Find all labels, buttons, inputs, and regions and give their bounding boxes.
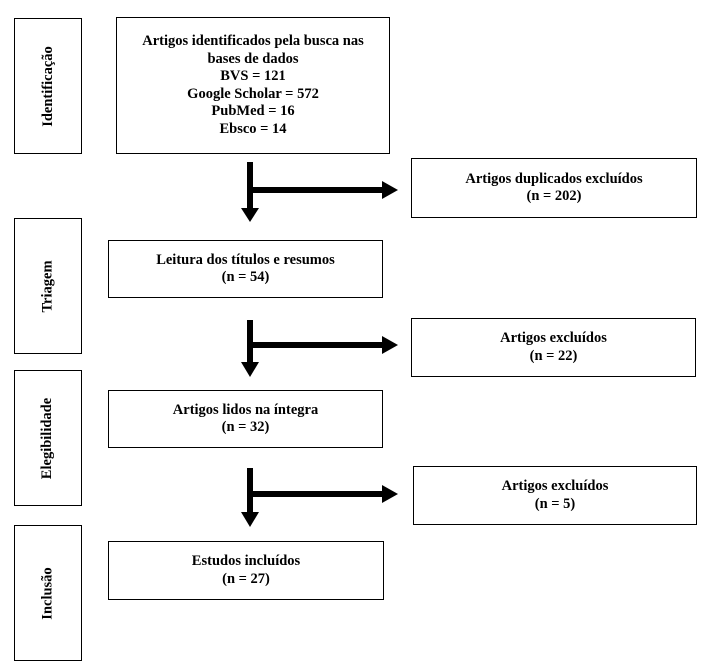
- box-count: (n = 5): [534, 495, 576, 512]
- screening-box: Leitura dos títulos e resumos (n = 54): [108, 240, 383, 298]
- box-title: Estudos incluídos: [191, 553, 301, 569]
- box-count: (n = 22): [529, 347, 578, 364]
- stage-identificacao: Identificação: [14, 18, 82, 154]
- box-count: (n = 27): [222, 570, 270, 587]
- identified-line: Artigos identificados pela busca nas: [142, 33, 364, 49]
- arrow-right-screening-excluded: [250, 336, 398, 354]
- arrow-down-full-text: [241, 468, 259, 527]
- full-text-excluded-box: Artigos excluídos (n = 5): [413, 466, 697, 525]
- box-count: (n = 32): [221, 419, 270, 435]
- stage-triagem: Triagem: [14, 218, 82, 354]
- arrow-down-screening: [241, 320, 259, 377]
- box-title: Leitura dos títulos e resumos: [156, 251, 335, 268]
- identified-line: Ebsco = 14: [219, 120, 287, 137]
- box-count: (n = 54): [221, 269, 270, 285]
- duplicates-excluded-box: Artigos duplicados excluídos (n = 202): [411, 158, 697, 218]
- box-count: (n = 202): [526, 188, 582, 204]
- box-title: Artigos duplicados excluídos: [465, 170, 643, 187]
- box-title: Artigos excluídos: [501, 478, 609, 494]
- stage-elegibilidade: Elegibilidade: [14, 370, 82, 506]
- box-title: Artigos lidos na íntegra: [172, 401, 319, 418]
- identified-box: Artigos identificados pela busca nas bas…: [116, 17, 390, 154]
- included-box: Estudos incluídos (n = 27): [108, 541, 384, 600]
- full-text-box: Artigos lidos na íntegra (n = 32): [108, 390, 383, 448]
- identified-line: BVS = 121: [220, 68, 286, 84]
- identified-line: PubMed = 16: [211, 103, 295, 119]
- arrow-right-duplicates: [250, 181, 398, 199]
- identified-line: bases de dados: [207, 50, 299, 67]
- box-title: Artigos excluídos: [500, 330, 607, 346]
- identified-line: Google Scholar = 572: [187, 85, 319, 102]
- arrow-down-identified: [241, 162, 259, 222]
- stage-inclusao: Inclusão: [14, 525, 82, 661]
- arrow-right-full-text-excluded: [250, 485, 398, 503]
- screening-excluded-box: Artigos excluídos (n = 22): [411, 318, 696, 377]
